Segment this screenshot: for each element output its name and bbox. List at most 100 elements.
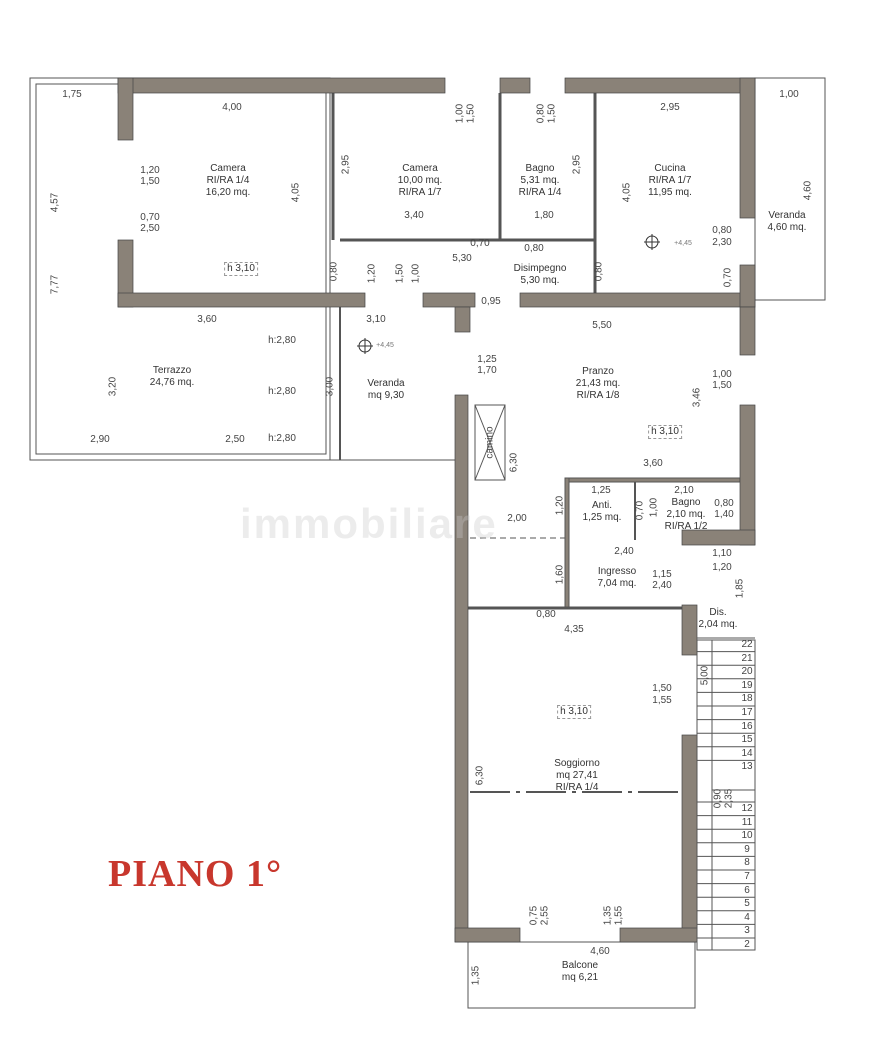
dimension-label: 2,50 [225, 434, 245, 445]
dimension-label: 6,30 [474, 765, 486, 786]
stair-number: 15 [741, 734, 753, 746]
dimension-label: 2,30 [712, 237, 732, 248]
inner-wall [564, 477, 741, 483]
dimension-label: 3,00 [324, 376, 336, 397]
dimension-label: 1,50 [712, 380, 732, 391]
dimension-label: 1,50 [652, 683, 672, 694]
dimension-label: 1,35 [470, 965, 482, 986]
stair-number: 10 [741, 830, 753, 842]
dimension-label: 1,00 [648, 497, 660, 518]
dimension-label: 1,25 [477, 354, 497, 365]
walls [117, 77, 756, 943]
fireplace-label: camino [484, 426, 496, 459]
stair-number: 5 [744, 898, 750, 910]
dimension-label: 1,55 [613, 905, 625, 926]
stair-number: 2 [744, 939, 750, 950]
dimension-label: 0,75 [528, 905, 540, 926]
stair-number: 16 [741, 720, 753, 732]
dimension-label: 2,35 [723, 788, 735, 809]
veranda-outline [754, 77, 826, 301]
dimension-label: 0,90 [712, 788, 724, 809]
level-label: +4,45 [674, 240, 692, 247]
ceiling-height: h 3,10 [224, 262, 258, 276]
dimension-label: 1,20 [140, 165, 160, 176]
dimension-label: 1,60 [554, 564, 566, 585]
balcony-outline [467, 941, 696, 1009]
dimension-label: 3,60 [197, 314, 217, 325]
dimension-label: 1,80 [534, 210, 554, 221]
dimension-label: 0,80 [524, 243, 544, 254]
dimension-label: 1,10 [712, 548, 732, 559]
terrace-inner-outline [35, 83, 327, 455]
stair-number: 13 [741, 761, 753, 773]
dimension-label: 4,05 [621, 182, 633, 203]
dimension-label: 3,60 [643, 458, 663, 469]
dimension-label: 0,80 [536, 609, 556, 620]
dimension-label: 1,40 [714, 509, 734, 520]
dimension-label: 1,55 [652, 695, 672, 706]
dimension-label: 2,95 [571, 154, 583, 175]
dimension-label: 1,20 [366, 263, 378, 284]
dimension-label: 4,60 [590, 946, 610, 957]
stair-number: 18 [741, 693, 753, 705]
dimension-label: 0,80 [535, 103, 547, 124]
stair-number: 22 [741, 639, 753, 650]
dimension-label: 4,57 [49, 192, 61, 213]
dimension-label: 2,55 [539, 905, 551, 926]
stair-number: 7 [744, 871, 750, 882]
dimension-label: 3,20 [107, 376, 119, 397]
dimension-label: 1,35 [602, 905, 614, 926]
floor-title: PIANO 1° [108, 853, 283, 895]
dimension-label: 1,70 [477, 365, 497, 376]
dimension-label: 1,50 [394, 263, 406, 284]
terrace-height: h:2,80 [268, 386, 296, 397]
stair-number: 20 [741, 666, 753, 678]
terrace-height: h:2,80 [268, 335, 296, 346]
stair-number: 6 [744, 884, 750, 896]
dimension-label: 5,00 [699, 665, 711, 686]
dimension-label: 0,80 [712, 225, 732, 236]
stair-number: 19 [741, 679, 753, 691]
inner-wall [564, 477, 570, 609]
dimension-label: 0,70 [140, 212, 160, 223]
dimension-label: 0,95 [481, 296, 501, 307]
dimension-label: 1,15 [652, 569, 672, 580]
stair-number: 17 [741, 707, 753, 718]
stair-number: 8 [744, 857, 750, 869]
stair-number: 4 [744, 911, 750, 923]
dimension-label: 1,50 [546, 103, 558, 124]
dimension-label: 0,80 [328, 261, 340, 282]
dimension-label: 1,50 [465, 103, 477, 124]
stair-number: 11 [741, 816, 753, 828]
dimension-label: 4,60 [802, 180, 814, 201]
dimension-label: 2,40 [614, 546, 634, 557]
staircase [696, 637, 756, 951]
dimension-label: 1,75 [62, 89, 82, 100]
dimension-label: 3,40 [404, 210, 424, 221]
stair-number: 12 [741, 803, 753, 814]
dimension-label: 3,46 [691, 387, 703, 408]
level-label: +4,45 [376, 342, 394, 349]
fireplace [474, 404, 506, 481]
terrace-outline [29, 77, 331, 461]
dimension-label: 1,20 [554, 495, 566, 516]
dimension-label: 0,80 [593, 261, 605, 282]
terrace-height: h:2,80 [268, 433, 296, 444]
dimension-label: 3,10 [366, 314, 386, 325]
dimension-label: 1,00 [712, 369, 732, 380]
dimension-label: 5,50 [592, 320, 612, 331]
dimension-label: 4,05 [290, 182, 302, 203]
